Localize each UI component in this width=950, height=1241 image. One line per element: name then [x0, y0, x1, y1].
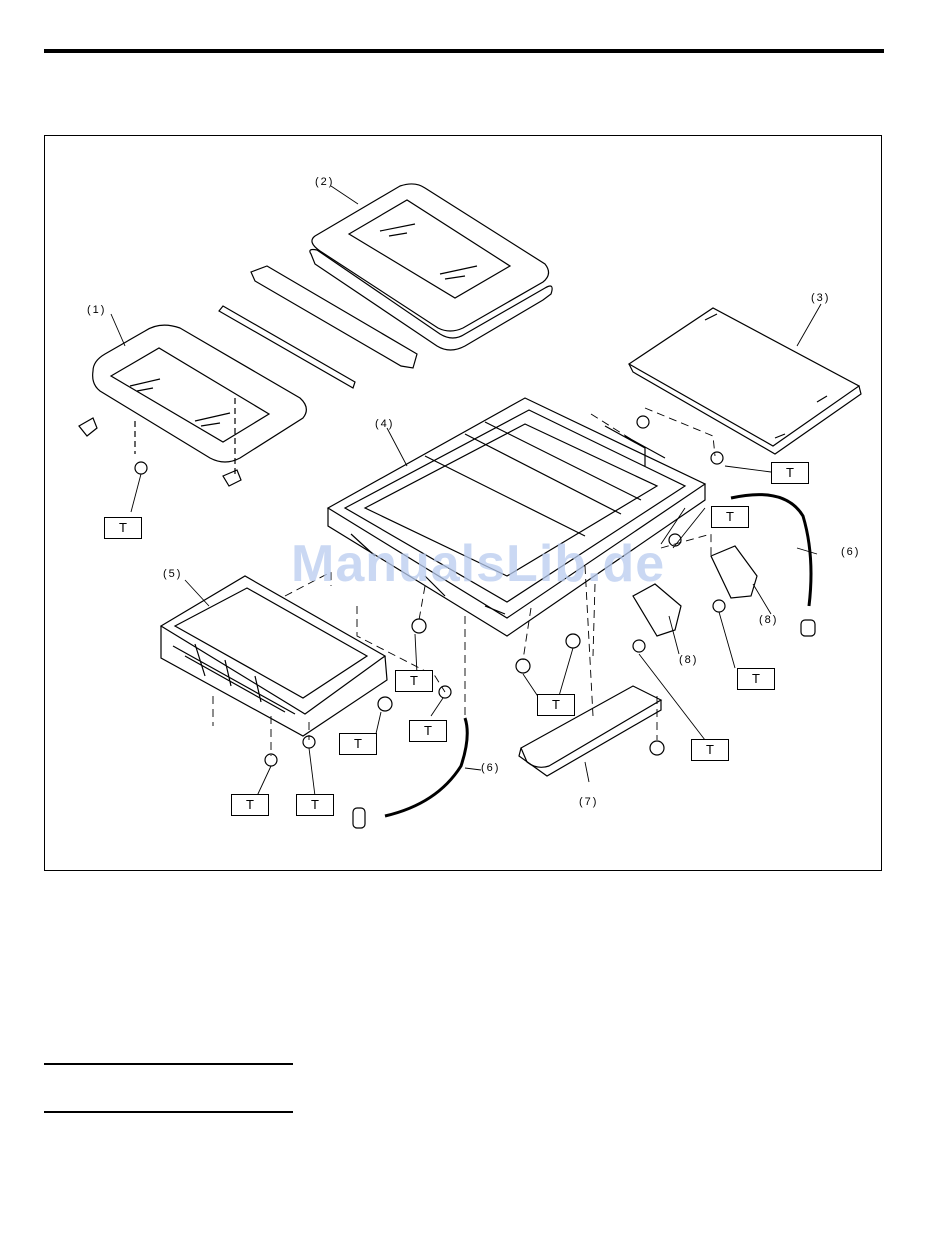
seal-strips	[219, 266, 417, 388]
torque-box: T	[395, 670, 433, 692]
glass-panel-2	[310, 184, 552, 350]
callout-4: (4)	[375, 418, 394, 430]
leader-lines	[111, 186, 821, 796]
callout-5: (5)	[163, 568, 182, 580]
callout-2: (2)	[315, 176, 334, 188]
deflector-panel-1	[79, 325, 306, 486]
torque-box: T	[296, 794, 334, 816]
torque-box: T	[537, 694, 575, 716]
callout-8-right: (8)	[759, 614, 778, 626]
footer-rule-2	[44, 1111, 293, 1113]
torque-box: T	[711, 506, 749, 528]
torque-box: T	[691, 739, 729, 761]
torque-box: T	[771, 462, 809, 484]
sunroof-exploded-drawing	[45, 136, 883, 872]
top-rule	[44, 49, 884, 53]
callout-3: (3)	[811, 292, 830, 304]
torque-box: T	[409, 720, 447, 742]
front-housing-5	[161, 576, 387, 736]
torque-box: T	[737, 668, 775, 690]
sunshade-3	[629, 308, 861, 454]
exploded-diagram-frame: (1) (2) (3) (4) (5) (6) (6) (7) (8) (8) …	[44, 135, 882, 871]
watermark: ManualsLib.de	[291, 534, 665, 594]
fasteners	[135, 416, 815, 828]
callout-6-left: (6)	[481, 762, 500, 774]
callout-1: (1)	[87, 304, 106, 316]
callout-8-left: (8)	[679, 654, 698, 666]
torque-box: T	[339, 733, 377, 755]
callout-7: (7)	[579, 796, 598, 808]
torque-box: T	[231, 794, 269, 816]
torque-box: T	[104, 517, 142, 539]
frame-assembly-4	[328, 398, 705, 636]
footer-rule-1	[44, 1063, 293, 1065]
callout-6-right: (6)	[841, 546, 860, 558]
